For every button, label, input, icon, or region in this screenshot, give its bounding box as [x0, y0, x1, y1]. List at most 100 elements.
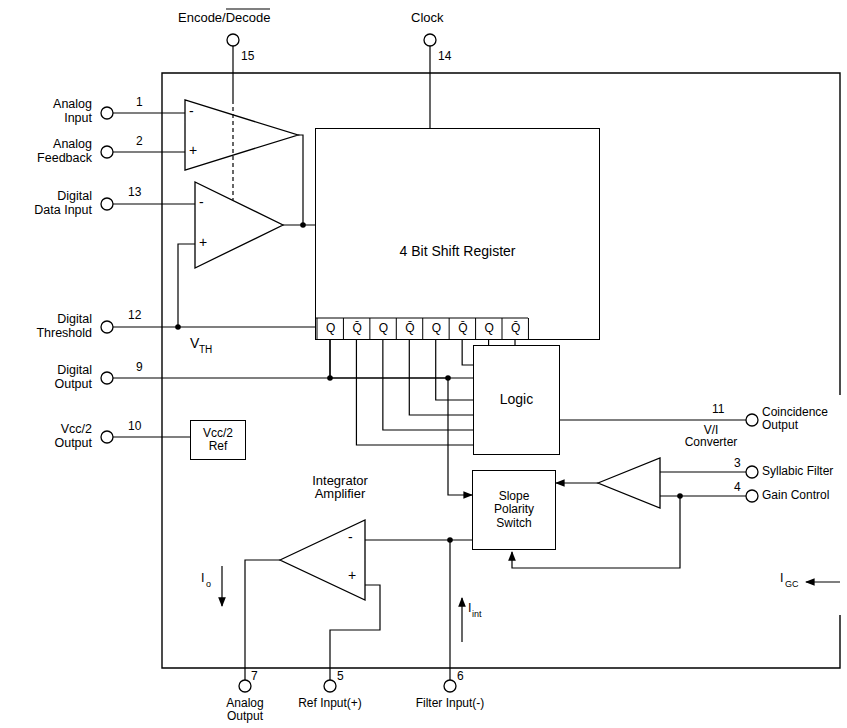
wire — [283, 135, 315, 225]
pin-number: 1 — [136, 96, 143, 109]
pin-number: 9 — [136, 361, 143, 374]
wire — [560, 420, 746, 496]
pin-terminal — [746, 490, 758, 502]
pin-terminal — [101, 321, 113, 333]
wire — [113, 113, 315, 327]
pin-number: 11 — [712, 403, 724, 416]
wire — [232, 46, 233, 100]
pin-number: 7 — [251, 670, 258, 683]
comparator-symbol — [185, 100, 298, 268]
pin-name: Analog Feedback — [28, 138, 92, 166]
current-subscript: int — [472, 610, 482, 620]
pin-name: Vcc/2 Output — [28, 423, 92, 451]
input-sign: + — [199, 235, 207, 250]
pin-name: Analog Input — [28, 98, 92, 126]
pin-number: 5 — [337, 670, 344, 683]
reference-box: Vcc/2 Ref — [190, 420, 246, 460]
register-cell — [528, 318, 529, 340]
signal-wire — [436, 340, 473, 400]
input-sign: + — [189, 143, 197, 158]
current-name: I — [201, 572, 204, 586]
register-output: Q̄ — [405, 322, 414, 335]
current-name: I — [780, 572, 783, 586]
pin-name: Analog Output — [210, 697, 280, 723]
pin-name: Clock — [411, 11, 444, 25]
wire — [113, 9, 840, 680]
pin-number: 10 — [128, 420, 141, 433]
current-subscript: GC — [785, 580, 799, 590]
pin-name: Digital Data Input — [28, 190, 92, 218]
pin-name: Coincidence Output — [762, 406, 842, 432]
amplifier-symbol — [598, 458, 660, 508]
wire — [226, 8, 270, 9]
register-output: Q — [485, 322, 494, 335]
pin-terminal — [746, 466, 758, 478]
signal-wire — [356, 340, 473, 445]
box-label: Vcc/2 Ref — [195, 427, 241, 453]
signal-wire — [330, 340, 473, 378]
box-label: Logic — [500, 392, 533, 407]
current-subscript: o — [206, 580, 211, 590]
junction-dot — [175, 222, 683, 543]
register-cell — [475, 318, 476, 340]
pin-terminal — [101, 431, 113, 443]
register-cell — [315, 318, 528, 340]
pin-number: 4 — [734, 481, 741, 494]
register-cell — [315, 318, 528, 319]
wire — [806, 581, 840, 582]
vi-converter-amp: V/I Converter — [598, 458, 660, 508]
register-output: Q — [326, 322, 335, 335]
register-output: Q̄ — [458, 322, 467, 335]
register-cell — [502, 318, 503, 340]
register-cell — [343, 318, 344, 340]
wire — [512, 496, 680, 568]
box-label: 4 Bit Shift Register — [400, 244, 516, 259]
pin-name: Encode/Decode — [178, 11, 271, 25]
current-name: I — [468, 602, 471, 616]
slope-switch-box: Slope Polarity Switch — [472, 470, 556, 550]
chip-outline — [162, 73, 840, 668]
comparator-symbol — [195, 182, 283, 268]
junction-dot — [677, 493, 683, 499]
pin-terminal — [239, 680, 251, 692]
pin-terminal — [227, 34, 239, 46]
amplifier-label: V/I Converter — [678, 424, 744, 448]
pin-terminal — [444, 680, 456, 692]
chip-outline — [162, 73, 840, 668]
pin-number: 12 — [128, 309, 141, 322]
input-sign: - — [348, 530, 353, 545]
junction-dot — [175, 324, 181, 330]
pin-terminal — [101, 146, 113, 158]
pin-name: Digital Threshold — [28, 313, 92, 341]
input-sign: - — [189, 104, 194, 119]
pin-terminal — [324, 680, 336, 692]
pin-terminal — [101, 34, 758, 692]
pin-number: 6 — [457, 670, 464, 683]
input-sign: + — [348, 568, 356, 583]
pin-name: Gain Control — [762, 489, 844, 502]
register-cell — [396, 318, 397, 340]
pin-number: 3 — [734, 457, 741, 470]
input-sign: - — [199, 195, 204, 210]
signal-wire — [462, 340, 473, 365]
pin-number: 13 — [128, 186, 141, 199]
comparator-symbol — [185, 100, 298, 170]
signal-subscript: TH — [199, 344, 212, 355]
wire — [221, 566, 222, 606]
wire — [245, 560, 280, 680]
amplifier-label: Integrator Amplifier — [295, 474, 385, 500]
box-label: Slope Polarity Switch — [477, 490, 551, 530]
signal-wire — [330, 340, 472, 495]
register-output: Q — [432, 322, 441, 335]
junction-dot — [300, 222, 306, 228]
wire — [330, 585, 380, 680]
pin-terminal — [101, 198, 113, 210]
amplifier-symbol — [280, 520, 365, 600]
pin-terminal — [424, 34, 436, 46]
signal-wire — [556, 482, 598, 483]
signal-wire — [383, 340, 473, 430]
signal-name: V — [190, 336, 199, 351]
